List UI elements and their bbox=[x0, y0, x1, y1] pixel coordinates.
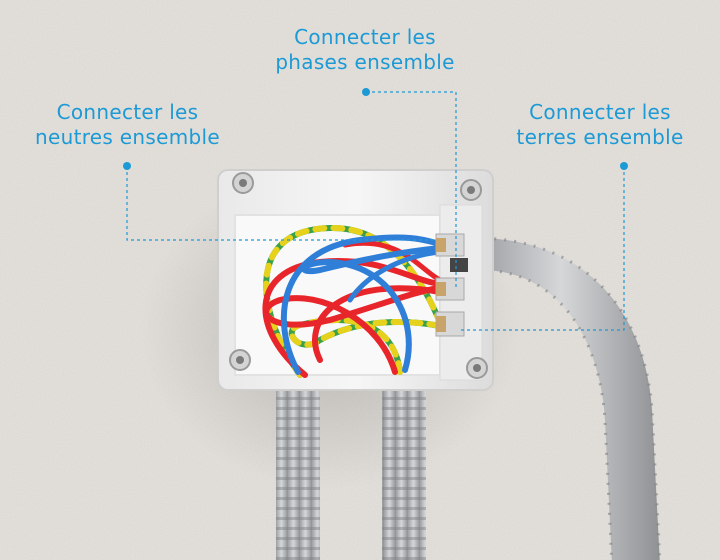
label-phases-line1: Connecter les bbox=[294, 25, 436, 49]
leader-dot-neutres bbox=[123, 162, 131, 170]
label-neutres-line1: Connecter les bbox=[56, 100, 199, 124]
conduit-right bbox=[478, 236, 662, 560]
connector-earth bbox=[435, 311, 465, 337]
screw-top-left bbox=[232, 172, 254, 194]
wire-neutral bbox=[301, 245, 443, 373]
label-neutres-line2: neutres ensemble bbox=[35, 125, 220, 149]
connector-lever bbox=[450, 258, 468, 272]
leader-neutres bbox=[126, 166, 436, 241]
label-phases: Connecter les phases ensemble bbox=[240, 25, 490, 75]
connector-phase bbox=[435, 277, 465, 301]
wire-neutral bbox=[347, 249, 443, 303]
conduit-middle bbox=[382, 385, 426, 560]
leader-dot-phases bbox=[362, 88, 370, 96]
leader-dot-terres bbox=[620, 162, 628, 170]
leader-phases bbox=[366, 91, 457, 290]
wire-phase bbox=[312, 285, 443, 363]
label-terres: Connecter les terres ensemble bbox=[480, 100, 720, 150]
label-terres-line2: terres ensemble bbox=[516, 125, 684, 149]
screw-top-right bbox=[460, 179, 482, 201]
wire-neutral bbox=[280, 234, 443, 375]
label-phases-line2: phases ensemble bbox=[275, 50, 455, 74]
conduit-left bbox=[276, 385, 320, 560]
wires bbox=[262, 224, 443, 378]
wire-phase bbox=[263, 285, 443, 375]
screw-bottom-right bbox=[466, 357, 488, 379]
label-neutres: Connecter les neutres ensemble bbox=[0, 100, 255, 150]
label-terres-line1: Connecter les bbox=[529, 100, 671, 124]
screw-bottom-left bbox=[229, 349, 251, 371]
leader-terres bbox=[460, 166, 625, 331]
leader-lines bbox=[126, 91, 625, 331]
connector-neutral bbox=[435, 233, 465, 257]
